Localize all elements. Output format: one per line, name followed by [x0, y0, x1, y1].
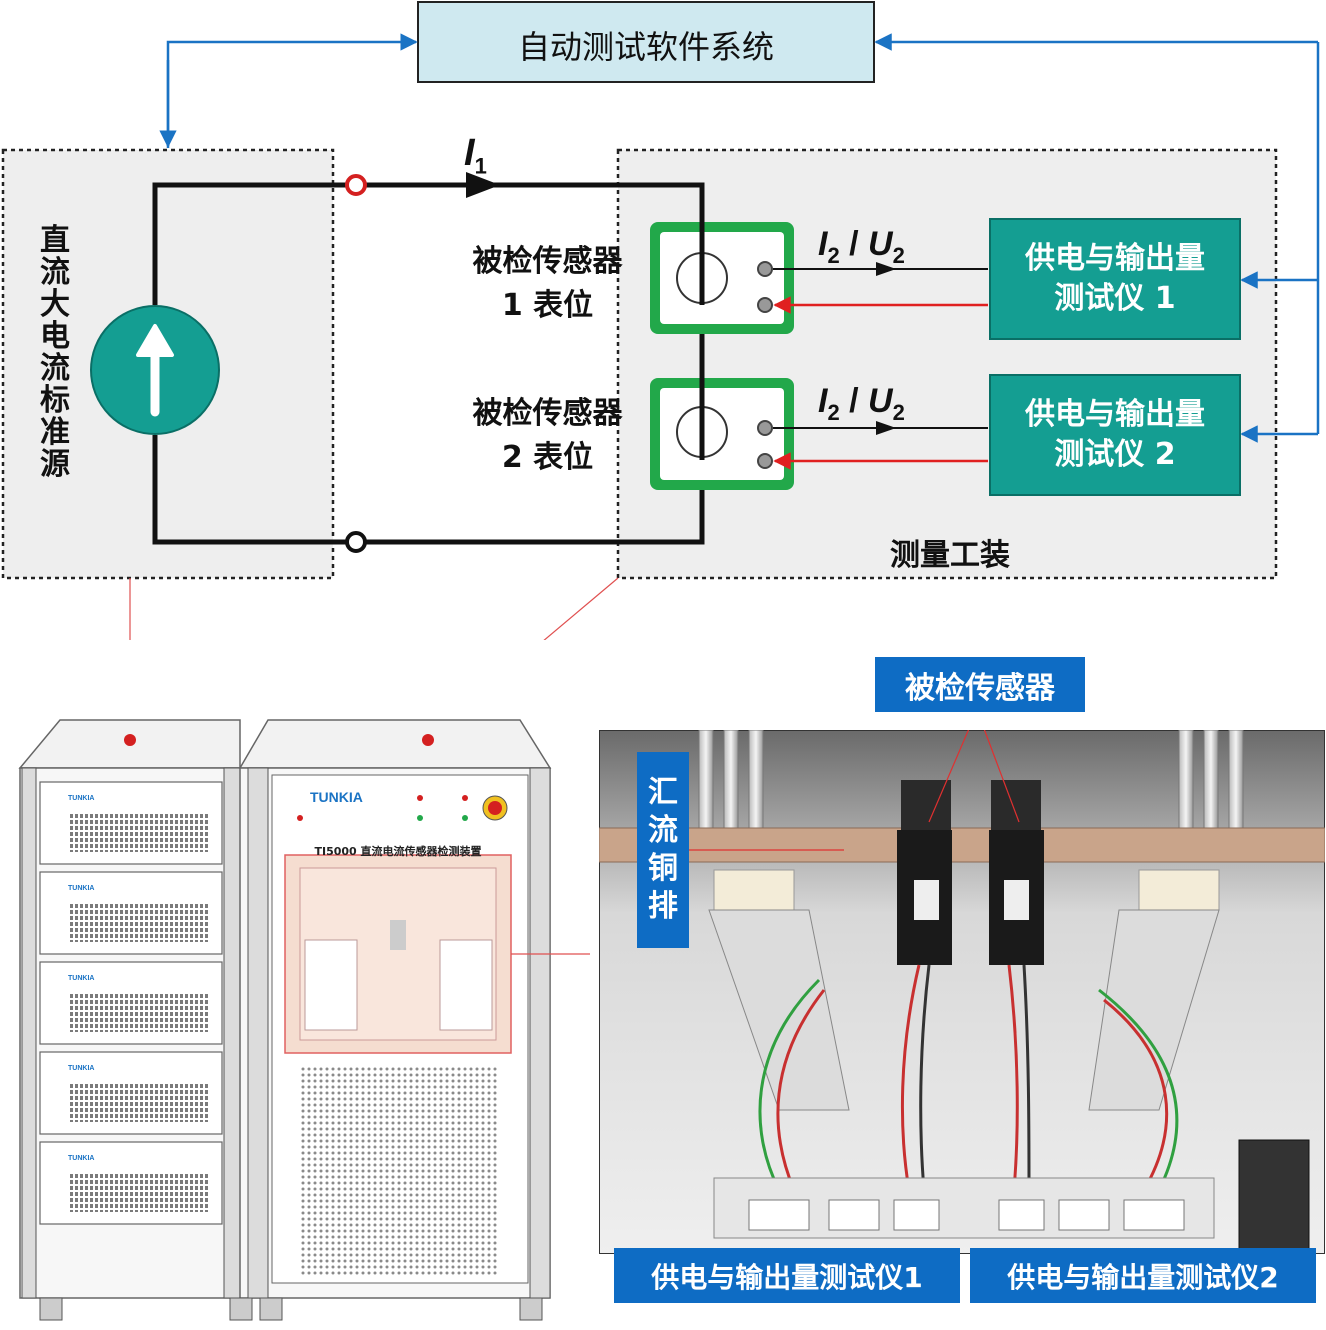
svg-text:TUNKIA: TUNKIA	[68, 1155, 94, 1162]
comm-line-source	[166, 33, 418, 148]
busbar-tag: 汇流铜排	[637, 752, 689, 948]
fixture-label: 测量工装	[890, 538, 1010, 573]
software-label: 自动测试软件系统	[517, 28, 774, 66]
terminal-negative	[345, 531, 367, 553]
cabinet-illustration: TUNKIA TUNKIA TUNKIA TUNKIA TUNKIA TUNKIA	[18, 719, 590, 1321]
loop-bottom	[152, 435, 705, 545]
source-label: 直流大电流标准源	[40, 223, 70, 482]
signal1-label: I2 / U2	[818, 225, 905, 268]
cabinet-model-title: TI5000 直流电流传感器检测装置	[314, 845, 482, 858]
tester1-box: 供电与输出量测试仪 1	[989, 218, 1241, 340]
circuit-diagram	[1, 1, 1320, 640]
current-label: I1	[464, 132, 487, 179]
tester2-tag: 供电与输出量测试仪2	[970, 1248, 1316, 1303]
svg-text:TUNKIA: TUNKIA	[68, 885, 94, 892]
cabinet-brand: TUNKIA	[310, 789, 363, 805]
fixture-panel	[616, 148, 1278, 580]
fixture-photo	[599, 730, 1325, 1254]
svg-text:TUNKIA: TUNKIA	[68, 975, 94, 982]
software-box	[417, 1, 875, 83]
sensor-tag: 被检传感器	[875, 657, 1085, 712]
tester2-box: 供电与输出量测试仪 2	[989, 374, 1241, 496]
tester1-tag: 供电与输出量测试仪1	[614, 1248, 960, 1303]
current-arrow	[466, 172, 500, 198]
svg-text:TUNKIA: TUNKIA	[68, 1065, 94, 1072]
svg-text:TUNKIA: TUNKIA	[68, 795, 94, 802]
terminal-positive	[345, 174, 367, 196]
signal2-label: I2 / U2	[818, 382, 905, 425]
